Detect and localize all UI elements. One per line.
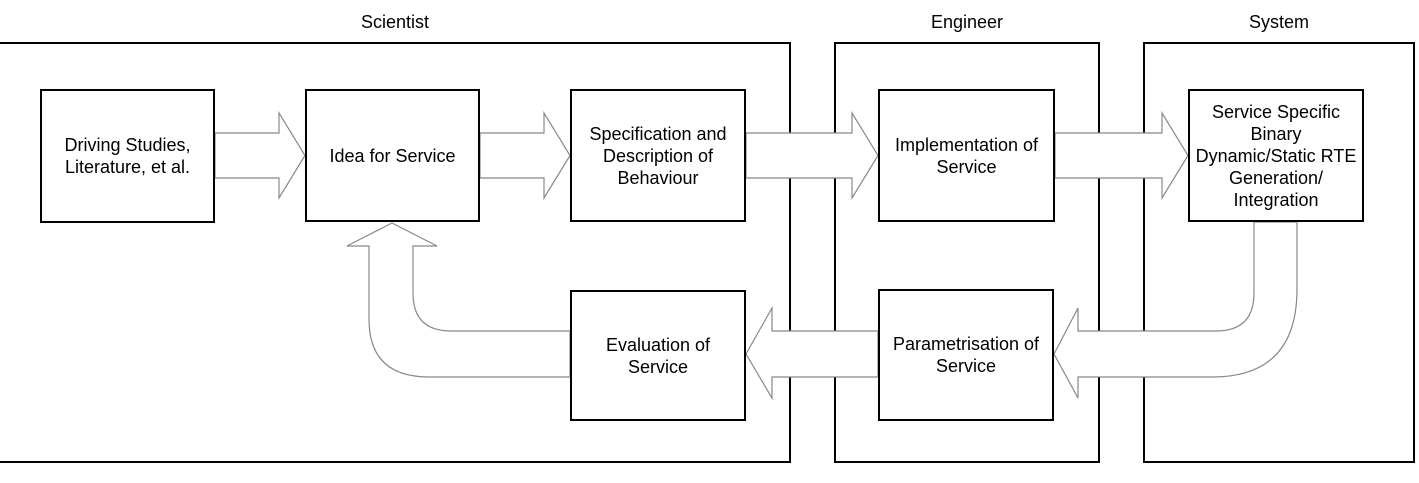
- lane-title-engineer: Engineer: [930, 12, 1004, 32]
- node-evaluation-of-service: Evaluation of Service: [570, 290, 746, 421]
- lane-system: [1143, 42, 1415, 463]
- arrow-evaluation-to-idea: [346, 222, 571, 378]
- lane-engineer: [834, 42, 1100, 463]
- arrow-idea-to-specification: [479, 110, 571, 201]
- node-specification-description: Specification and Description of Behavio…: [570, 89, 746, 222]
- lane-title-scientist: Scientist: [360, 12, 430, 32]
- node-idea-for-service: Idea for Service: [305, 89, 480, 222]
- node-parametrisation-of-service: Parametrisation of Service: [878, 289, 1054, 421]
- node-driving-studies: Driving Studies, Literature, et al.: [40, 89, 215, 223]
- lane-title-system: System: [1248, 12, 1309, 32]
- arrow-implementation-to-rte: [1054, 110, 1189, 201]
- arrow-specification-to-implementation: [745, 110, 879, 201]
- node-implementation-of-service: Implementation of Service: [878, 89, 1055, 222]
- arrow-parametrisation-to-evaluation: [745, 305, 879, 401]
- lane-scientist: [0, 42, 791, 463]
- arrow-rte-to-parametrisation: [1053, 221, 1298, 399]
- arrow-driving-to-idea: [214, 110, 306, 201]
- node-rte-generation-integration: Service Specific Binary Dynamic/Static R…: [1188, 89, 1364, 222]
